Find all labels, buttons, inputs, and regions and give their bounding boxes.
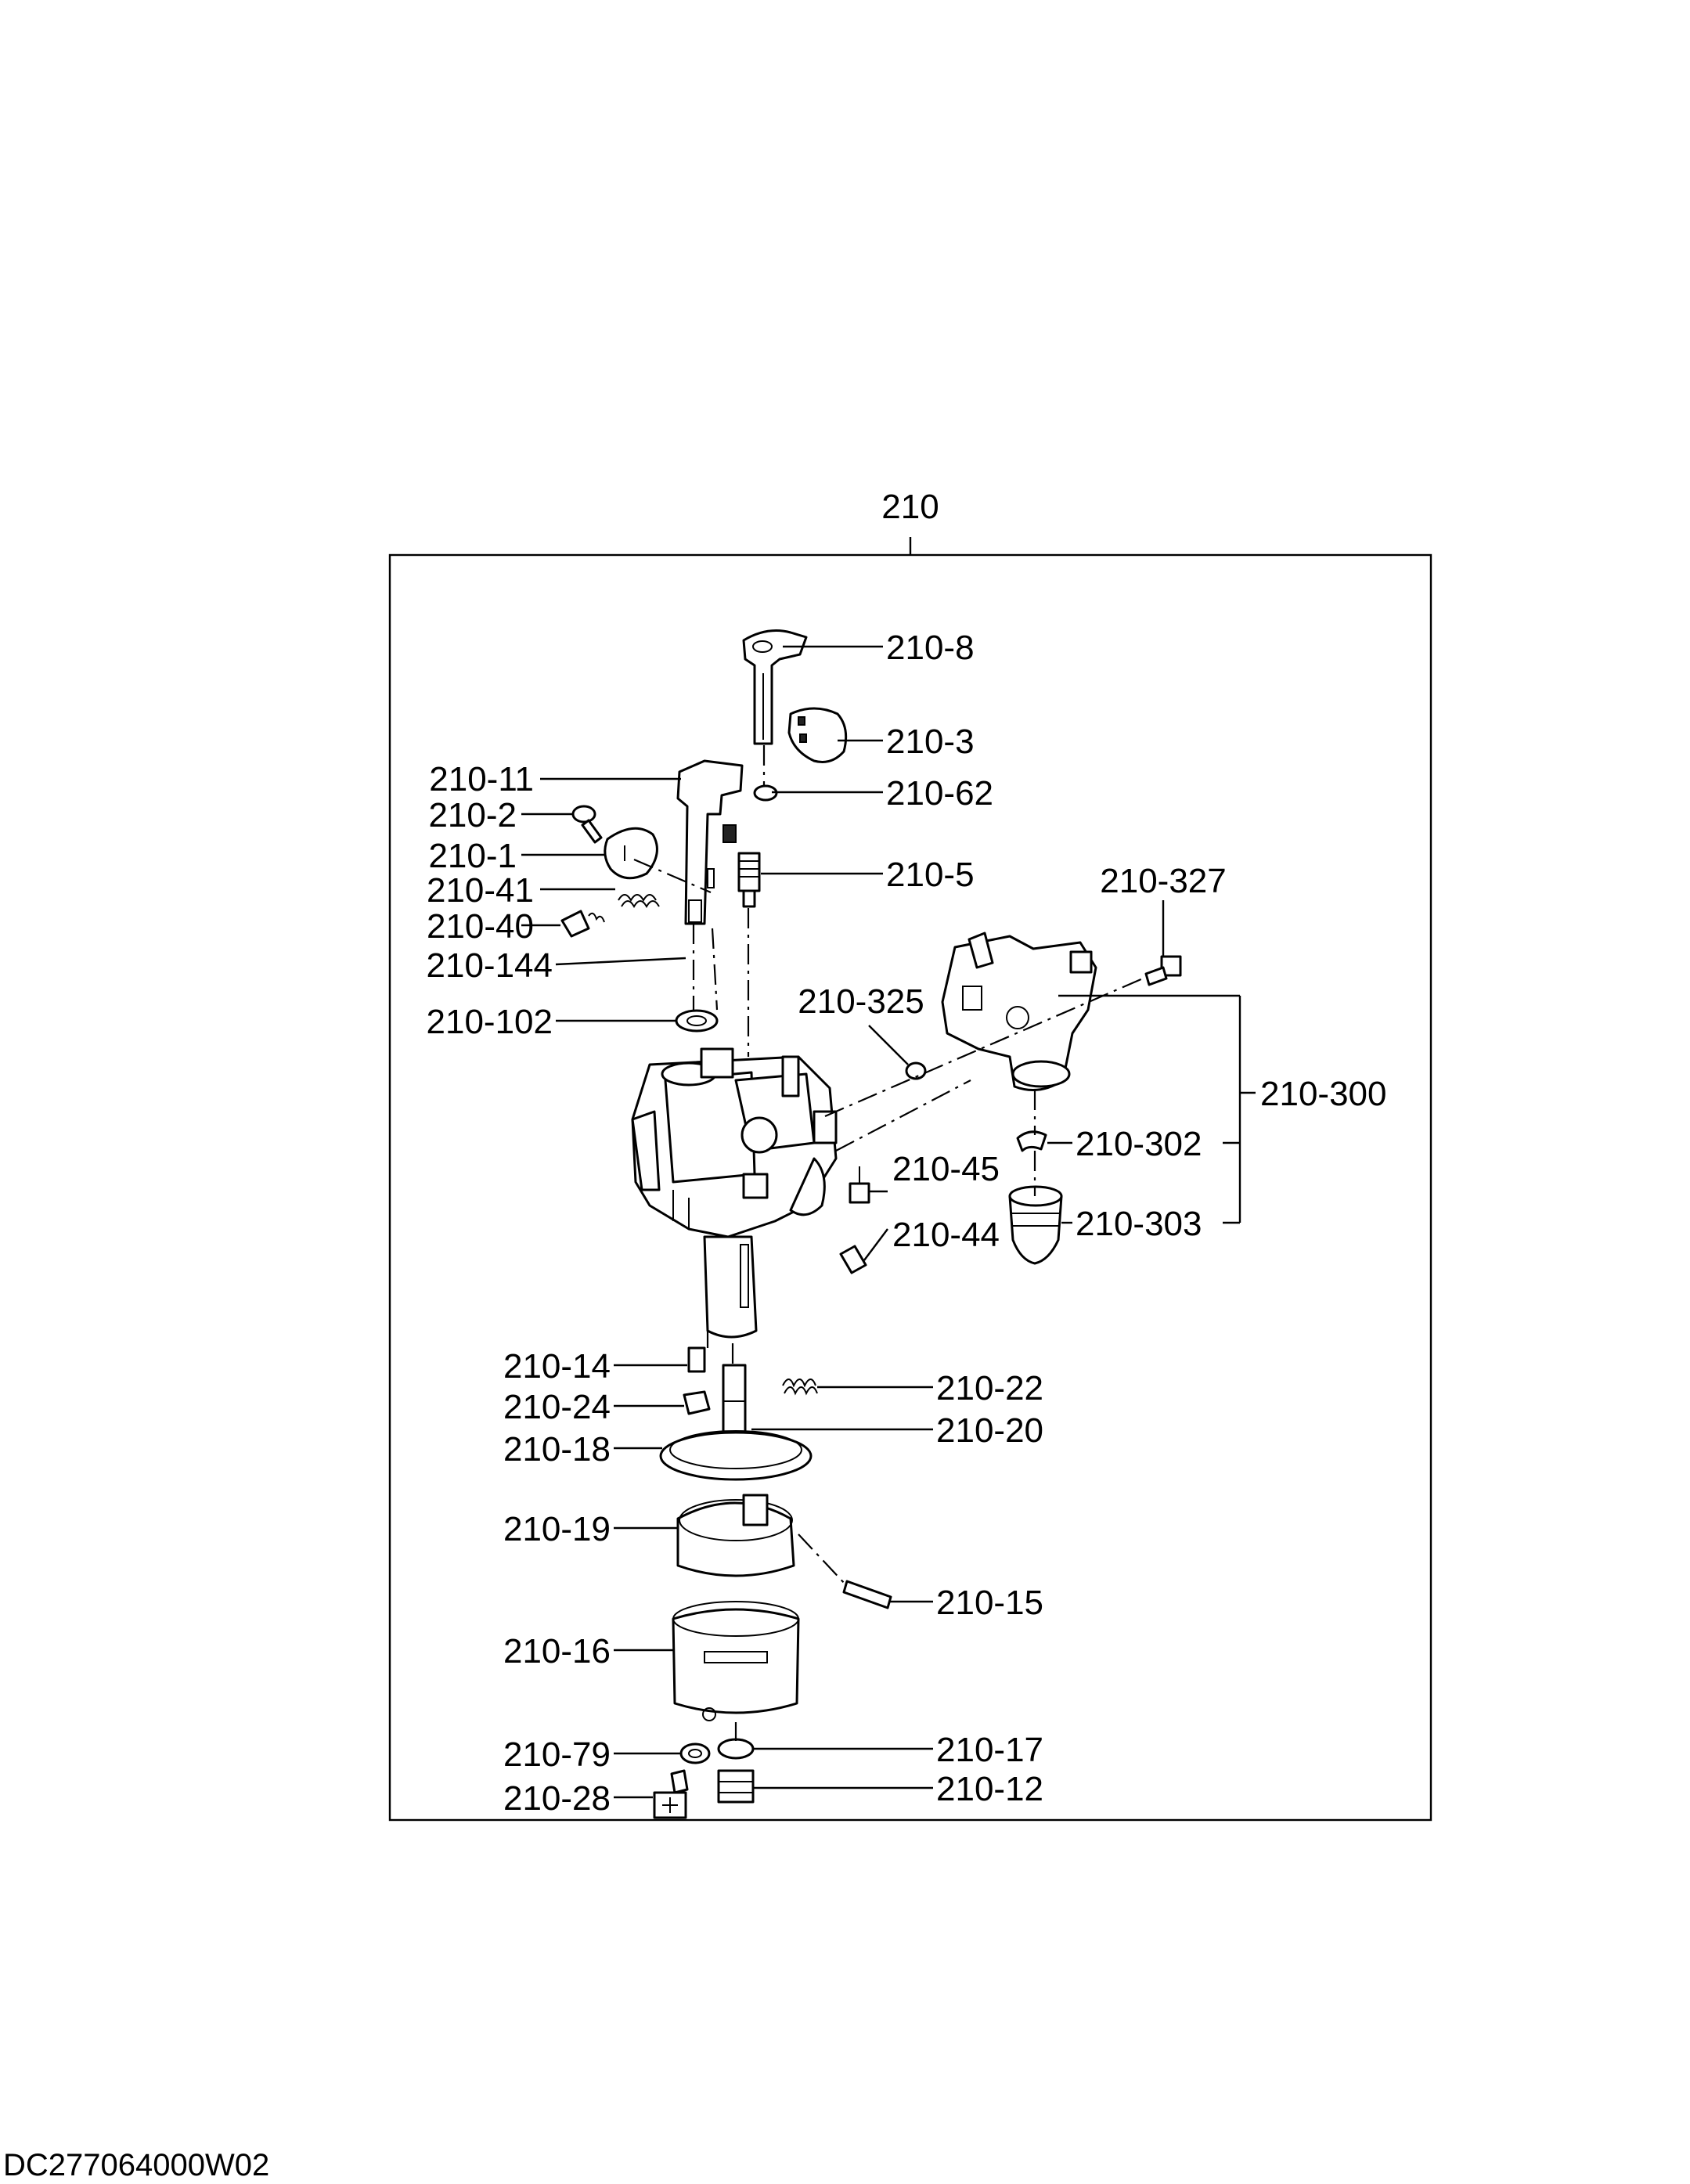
callout-210-22: 210-22 xyxy=(936,1369,1043,1407)
drain-screw-28-part xyxy=(653,1769,689,1819)
callout-210-1: 210-1 xyxy=(428,837,517,875)
throttle-shaft-part xyxy=(676,759,744,925)
callout-210-17: 210-17 xyxy=(936,1731,1043,1769)
filter-cup-part xyxy=(1008,1185,1063,1265)
callout-210-19: 210-19 xyxy=(503,1510,611,1548)
main-jet-20-part xyxy=(722,1364,747,1440)
choke-plate-part xyxy=(787,707,848,763)
callout-210-300: 210-300 xyxy=(1260,1075,1386,1113)
callout-210-325: 210-325 xyxy=(798,982,924,1021)
callout-210-14: 210-14 xyxy=(503,1347,611,1386)
callout-210-12: 210-12 xyxy=(936,1770,1043,1808)
callout-210-79: 210-79 xyxy=(503,1735,611,1774)
needle-14-part xyxy=(687,1346,706,1373)
callout-210-15: 210-15 xyxy=(936,1584,1043,1622)
screw-2-part xyxy=(571,805,603,844)
carburetor-body-part xyxy=(631,1047,838,1238)
screw-45-part xyxy=(849,1166,870,1204)
idle-needle-part xyxy=(560,910,605,938)
gasket-18-part xyxy=(659,1430,813,1481)
callout-210-28: 210-28 xyxy=(503,1779,611,1818)
clip-302-part xyxy=(1016,1130,1047,1152)
leader-lines xyxy=(521,645,1256,1799)
pilot-jet-part xyxy=(737,852,761,908)
callout-210-16: 210-16 xyxy=(503,1632,611,1670)
callout-210-41: 210-41 xyxy=(427,871,534,910)
clip-24-part xyxy=(683,1390,711,1415)
gasket-102-part xyxy=(675,1009,719,1033)
bowl-nut-12-part xyxy=(717,1769,755,1804)
choke-lever-part xyxy=(742,629,808,745)
float-bowl-16-part xyxy=(672,1601,800,1721)
float-pin-15-part xyxy=(842,1580,892,1609)
callout-210-2: 210-2 xyxy=(428,796,517,834)
callout-210-144: 210-144 xyxy=(427,946,553,985)
float-19-part xyxy=(676,1494,795,1577)
callout-210-62: 210-62 xyxy=(886,774,993,813)
callout-210-5: 210-5 xyxy=(886,856,975,894)
callout-210-24: 210-24 xyxy=(503,1388,611,1426)
spring-41-part xyxy=(618,894,660,909)
screw-44-part xyxy=(839,1245,867,1274)
callout-210-18: 210-18 xyxy=(503,1430,611,1469)
callout-210-8: 210-8 xyxy=(886,629,975,667)
assembly-label: 210 xyxy=(881,488,939,526)
callout-210-44: 210-44 xyxy=(892,1216,1000,1254)
washer-17-part xyxy=(717,1738,755,1760)
callout-labels: 210-8 210-3 210-11 210-62 210-2 210-1 21… xyxy=(427,629,1387,1818)
callout-210-327: 210-327 xyxy=(1100,862,1226,900)
spring-22-part xyxy=(782,1379,818,1396)
callout-210-3: 210-3 xyxy=(886,723,975,761)
fuel-valve-assembly-part xyxy=(941,932,1097,1091)
seal-325-part xyxy=(905,1061,927,1080)
callout-210-11: 210-11 xyxy=(429,760,534,798)
document-code: DC277064000W02 xyxy=(3,2148,270,2182)
assembly-axis-lines xyxy=(633,745,1144,1741)
callout-210-45: 210-45 xyxy=(892,1150,1000,1188)
throttle-plate-part xyxy=(604,827,658,880)
float-bowl-post-part xyxy=(703,1235,758,1339)
callout-210-102: 210-102 xyxy=(427,1003,553,1041)
screw-327-part xyxy=(1144,955,1182,986)
gasket-79-part xyxy=(679,1743,711,1764)
callout-210-20: 210-20 xyxy=(936,1411,1043,1450)
callout-210-303: 210-303 xyxy=(1076,1205,1202,1243)
callout-210-40: 210-40 xyxy=(427,907,534,946)
callout-210-302: 210-302 xyxy=(1076,1125,1202,1163)
